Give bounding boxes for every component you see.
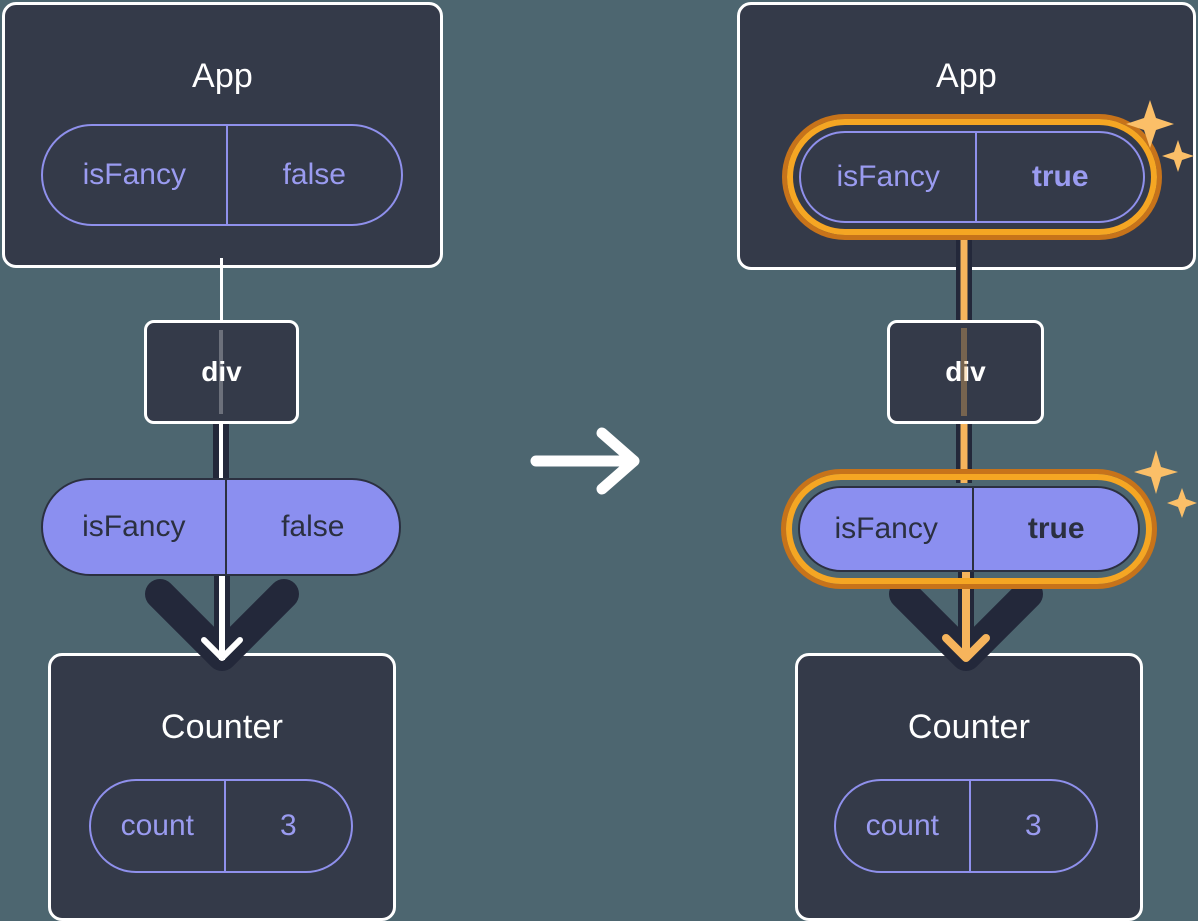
connector-through-div-before xyxy=(219,330,223,414)
transition-arrow-icon xyxy=(530,425,645,497)
counter-state-value-after: 3 xyxy=(968,781,1096,871)
counter-title-after: Counter xyxy=(907,708,1031,746)
prop-value-before: false xyxy=(224,480,399,574)
connector-through-div-after xyxy=(961,328,967,416)
app-state-value-before: false xyxy=(225,126,401,224)
counter-title-before: Counter xyxy=(160,708,284,746)
connector-div-to-prop-after xyxy=(956,421,972,483)
app-state-highlight-ring-after xyxy=(787,119,1157,235)
div-node-label-after: div xyxy=(945,356,986,387)
counter-state-value-before: 3 xyxy=(223,781,351,871)
counter-state-pill-before: count 3 xyxy=(89,779,353,873)
prop-key-before: isFancy xyxy=(82,510,186,543)
app-state-key-after: isFancy xyxy=(836,160,940,193)
div-node-after: div xyxy=(887,320,1044,424)
app-state-pill-before: isFancy false xyxy=(41,124,403,226)
sparkle-icon-prop-after xyxy=(1134,448,1198,528)
prop-value-after: true xyxy=(972,488,1138,570)
arrow-prop-to-counter-before xyxy=(140,572,305,672)
div-node-before: div xyxy=(144,320,299,424)
connector-app-to-div-before xyxy=(220,258,223,322)
counter-state-key-after: count xyxy=(865,809,939,842)
prop-key-after: isFancy xyxy=(834,512,938,545)
app-title-after: App xyxy=(935,57,998,95)
arrow-prop-to-counter-after xyxy=(884,572,1049,672)
sparkle-icon-app-after xyxy=(1126,98,1198,184)
connector-div-to-prop-before xyxy=(213,421,229,483)
div-node-label-before: div xyxy=(201,356,242,387)
app-state-value-after: true xyxy=(975,133,1143,221)
counter-state-key-before: count xyxy=(120,809,194,842)
connector-app-to-div-after xyxy=(956,236,972,326)
app-state-pill-after: isFancy true xyxy=(799,131,1145,223)
prop-pill-after: isFancy true xyxy=(798,486,1140,572)
prop-pill-before: isFancy false xyxy=(41,478,401,576)
prop-highlight-ring-after xyxy=(786,474,1152,584)
app-state-key-before: isFancy xyxy=(82,158,186,191)
app-title-before: App xyxy=(191,57,254,95)
counter-state-pill-after: count 3 xyxy=(834,779,1098,873)
